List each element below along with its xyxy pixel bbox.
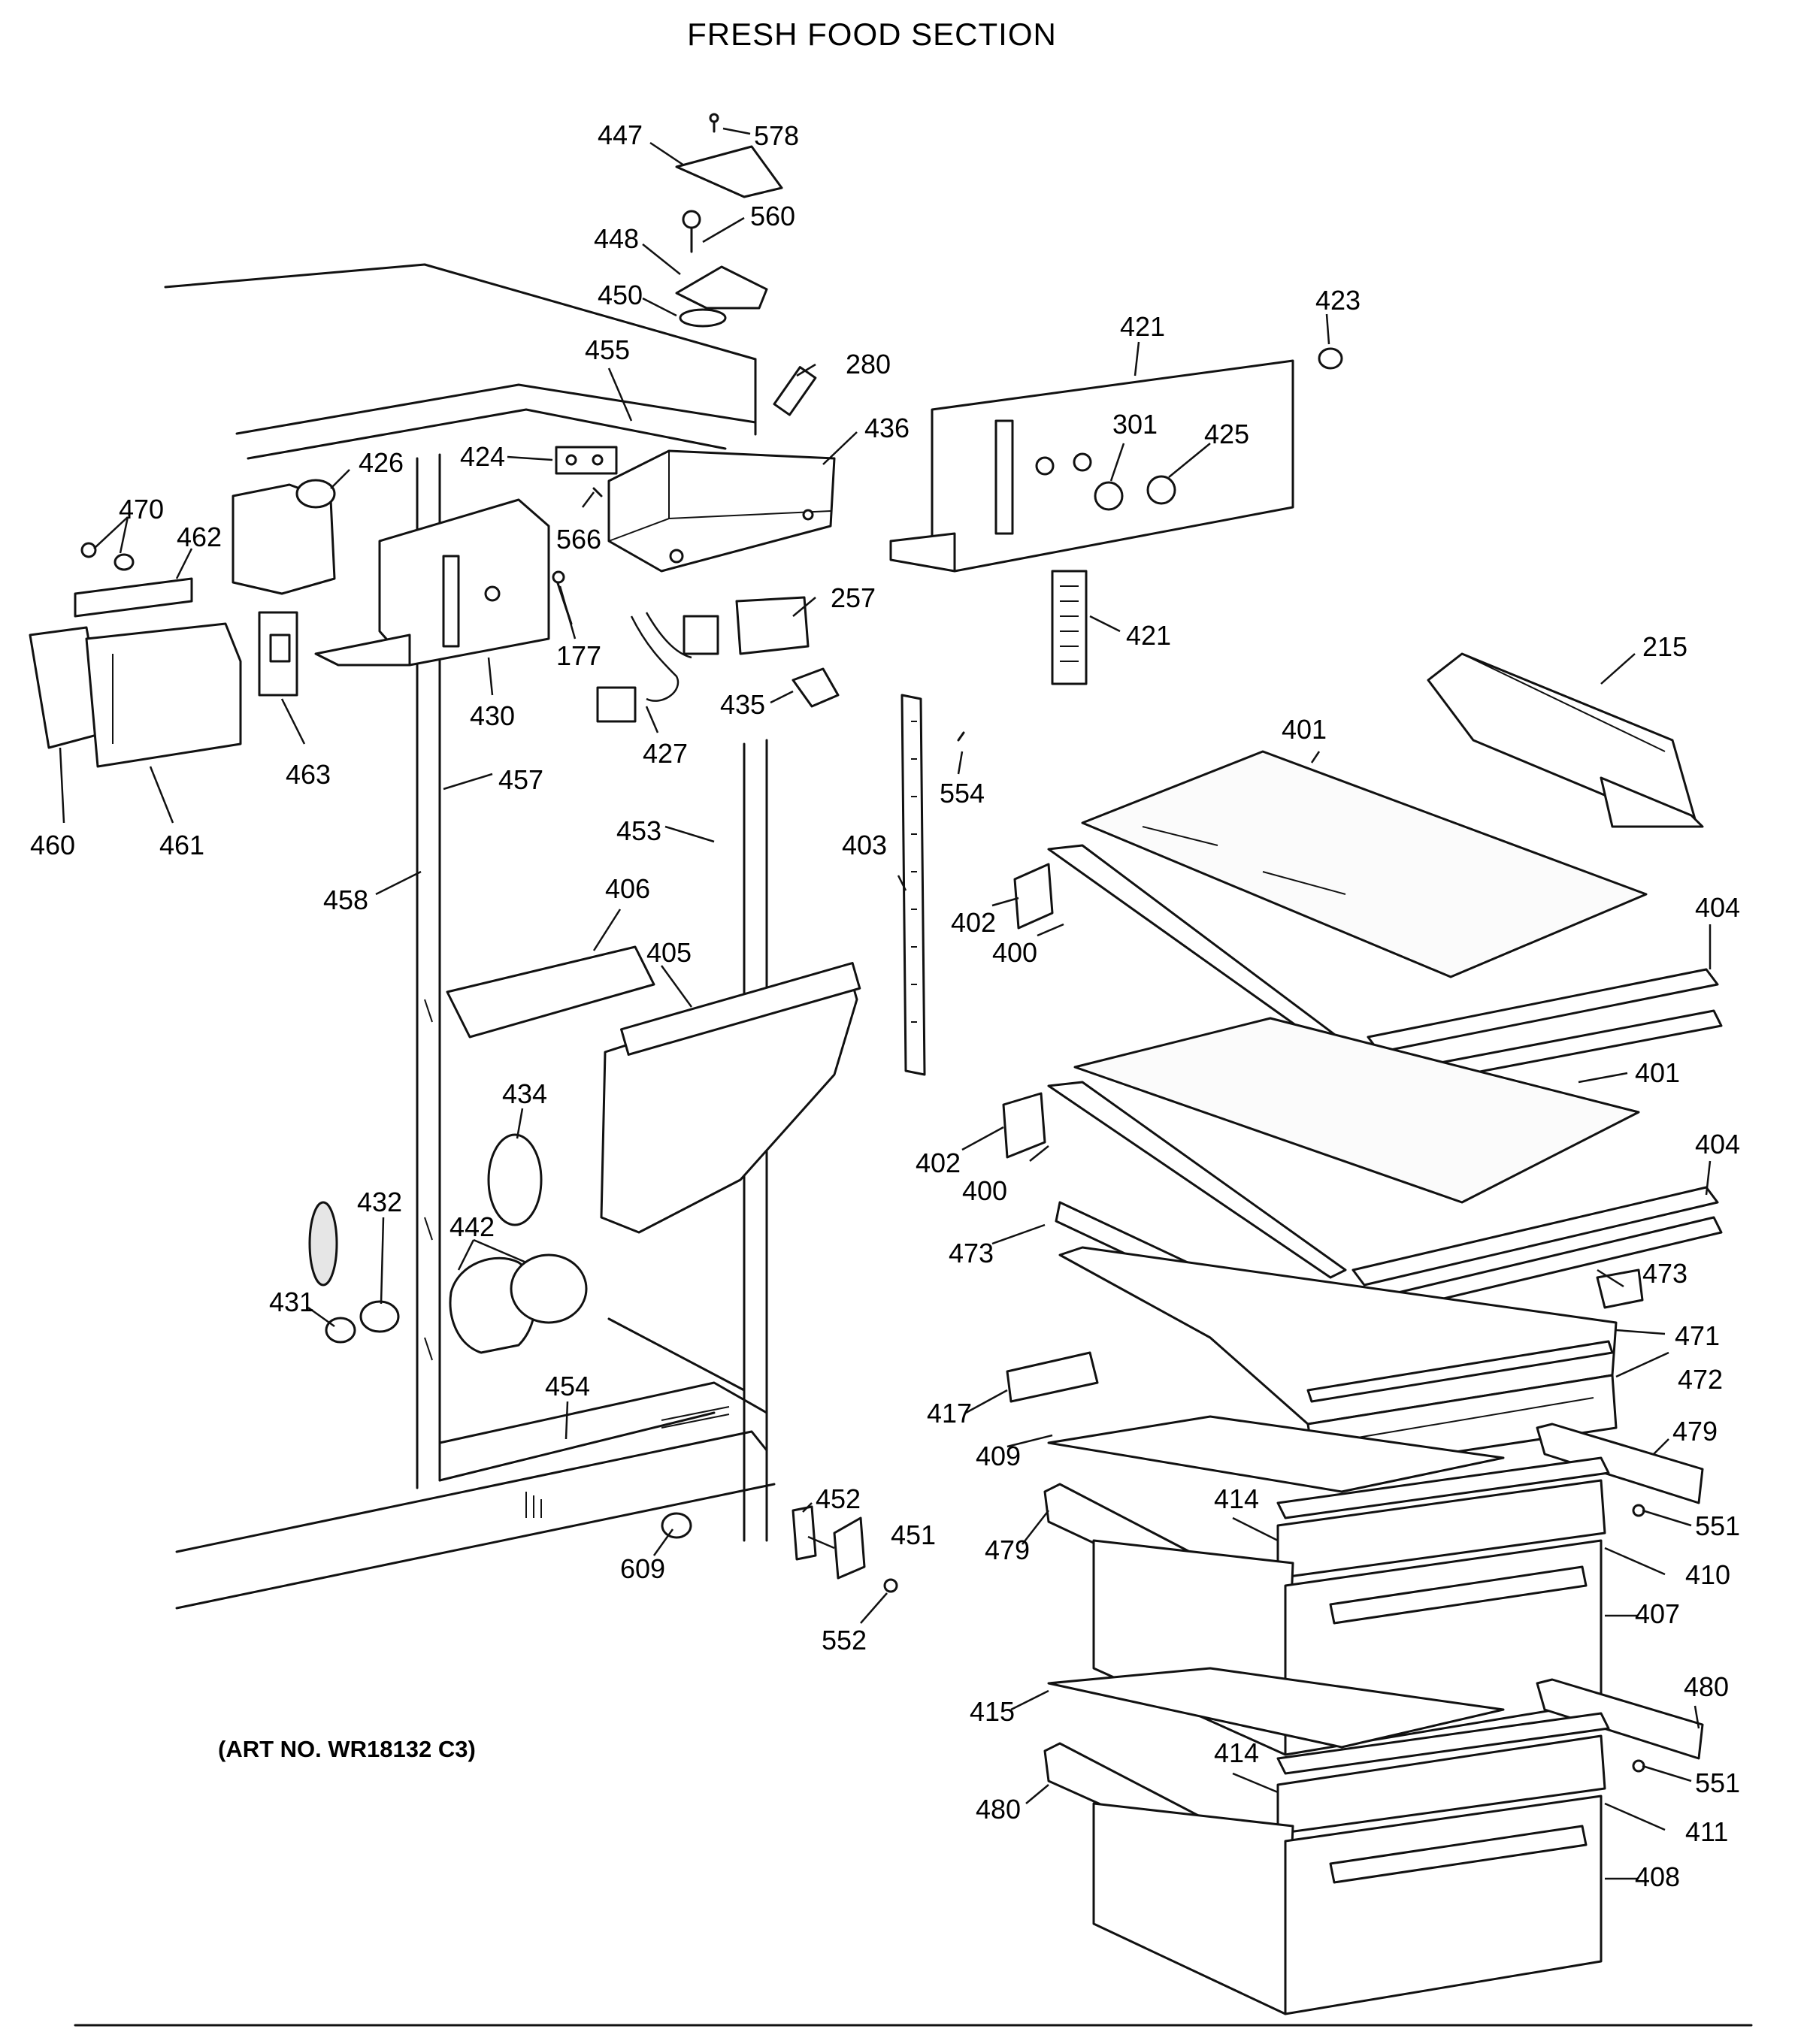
art-number: (ART NO. WR18132 C3): [218, 1736, 476, 1762]
part-label: 479: [985, 1535, 1030, 1565]
part-label: 431: [269, 1287, 314, 1317]
part-label: 406: [605, 873, 650, 904]
part-label: 401: [1282, 714, 1327, 745]
part-label: 400: [962, 1175, 1007, 1206]
part-label: 434: [502, 1078, 547, 1109]
part-label: 551: [1695, 1510, 1740, 1541]
wiring-parts: [596, 596, 840, 723]
shelf-lower: [1002, 1017, 1723, 1309]
part-label: 405: [646, 937, 692, 968]
part-label: 410: [1685, 1559, 1730, 1590]
part-label: 425: [1204, 419, 1249, 449]
part-label: 301: [1112, 409, 1158, 440]
part-label: 473: [949, 1238, 994, 1268]
part-label: 427: [643, 738, 688, 769]
part-label: 454: [545, 1371, 590, 1401]
bin-215: [1427, 652, 1704, 828]
part-label: 473: [1642, 1258, 1687, 1289]
part-label: 402: [951, 907, 996, 938]
cabinet-outline: [164, 263, 776, 1610]
part-label: 411: [1685, 1816, 1728, 1847]
part-label: 280: [846, 349, 891, 379]
part-label: 463: [286, 759, 331, 790]
part-label: 407: [1635, 1598, 1680, 1629]
part-label: 552: [822, 1625, 867, 1655]
part-label: 436: [864, 413, 910, 443]
part-label: 403: [842, 830, 887, 860]
part-label: 551: [1695, 1767, 1740, 1798]
part-label: 452: [816, 1483, 861, 1514]
part-label: 421: [1120, 311, 1165, 342]
part-label: 257: [831, 582, 876, 613]
part-label: 414: [1214, 1737, 1259, 1768]
part-label: 560: [750, 201, 795, 231]
part-label: 479: [1672, 1416, 1718, 1447]
part-label: 471: [1675, 1320, 1720, 1351]
control-housing-parts: [555, 347, 1343, 685]
part-label: 453: [616, 815, 661, 846]
part-label: 450: [598, 280, 643, 310]
part-label: 435: [720, 689, 765, 720]
part-label: 461: [159, 830, 204, 860]
part-label: 457: [498, 764, 543, 795]
part-label: 177: [556, 640, 601, 671]
leader-lines: [59, 127, 1712, 1880]
bottom-hardware: [792, 1504, 1645, 1773]
part-label: 451: [891, 1519, 936, 1550]
part-label: 566: [556, 524, 601, 555]
shelf-rail: [900, 694, 965, 1076]
part-label: 430: [470, 700, 515, 731]
part-label: 480: [1684, 1671, 1729, 1702]
part-label: 414: [1214, 1483, 1259, 1514]
part-label: 415: [970, 1696, 1015, 1727]
part-label: 423: [1315, 285, 1361, 316]
part-label: 215: [1642, 631, 1687, 662]
part-label: 448: [594, 223, 639, 254]
part-label: 417: [927, 1398, 972, 1429]
top-hinge-parts: [675, 113, 817, 416]
part-label: 480: [976, 1794, 1021, 1825]
part-label: 400: [992, 937, 1037, 968]
part-label: 404: [1695, 892, 1740, 923]
part-label: 402: [916, 1147, 961, 1178]
part-label: 609: [620, 1553, 665, 1584]
part-label: 455: [585, 334, 630, 365]
part-label: 408: [1635, 1861, 1680, 1892]
part-label: 426: [359, 447, 404, 478]
part-label: 442: [449, 1211, 495, 1242]
part-label: 554: [940, 778, 985, 809]
part-label: 409: [976, 1441, 1021, 1471]
left-lower-parts: [308, 945, 861, 1539]
part-label: 424: [460, 441, 505, 472]
part-label: 470: [119, 494, 164, 525]
part-label: 462: [177, 522, 222, 552]
part-label: 458: [323, 884, 368, 915]
part-label: 432: [357, 1187, 402, 1217]
part-label: 421: [1126, 620, 1171, 651]
part-label: 472: [1678, 1364, 1723, 1395]
shelf-upper: [1013, 750, 1723, 1084]
part-number-labels: 578 447 560 448 450 455 280 421 423 424 …: [30, 119, 1740, 1892]
drawer-lower: [1043, 1667, 1704, 2015]
part-label: 447: [598, 119, 643, 150]
part-label: 578: [754, 120, 799, 151]
left-cluster-parts: [29, 479, 603, 768]
diagram-title: FRESH FOOD SECTION: [687, 17, 1057, 52]
part-label: 460: [30, 830, 75, 860]
part-label: 401: [1635, 1057, 1680, 1088]
part-label: 404: [1695, 1129, 1740, 1160]
